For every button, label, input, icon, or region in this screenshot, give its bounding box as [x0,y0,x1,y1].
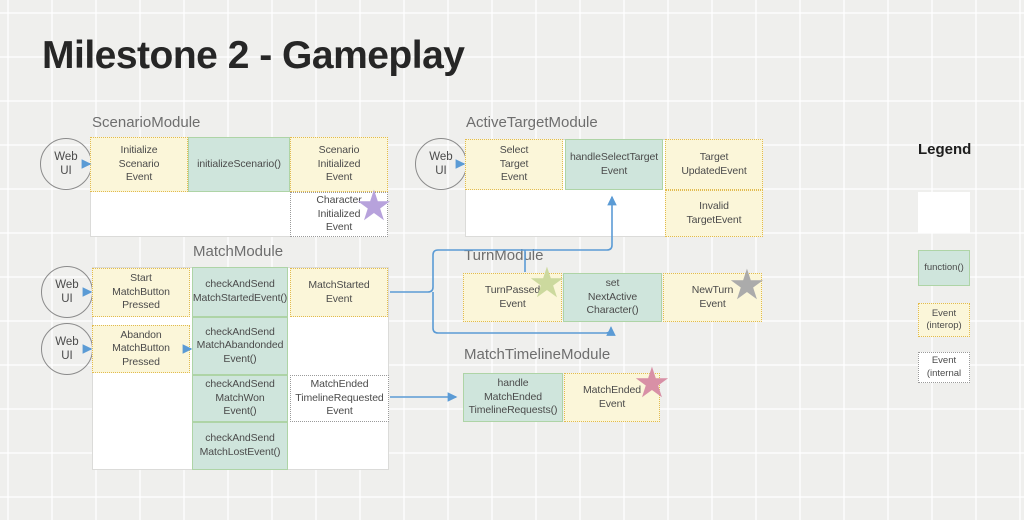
legend-swatch-function: function() [918,250,970,286]
webui-actor-label: Web UI [54,150,78,177]
event-cell-matchended-timelinerequested: MatchEnded TimelineRequested Event [290,375,389,422]
module-label-scenario: ScenarioModule [92,114,201,131]
function-cell-set-nextactive: set NextActive Character() [563,273,662,322]
event-cell-target-updated: Target UpdatedEvent [665,139,763,190]
webui-actor-scenario: Web UI [40,138,92,190]
webui-actor-abandonmatch: Web UI [41,323,93,375]
webui-actor-label: Web UI [55,335,79,362]
event-cell-invalid-target: Invalid TargetEvent [665,190,763,237]
module-label-matchtimeline: MatchTimelineModule [464,346,611,363]
webui-actor-startmatch: Web UI [41,266,93,318]
webui-actor-label: Web UI [429,150,453,177]
webui-actor-activetarget: Web UI [415,138,467,190]
event-cell-initialize-scenario: Initialize Scenario Event [90,137,188,192]
function-cell-check-matchstarted: checkAndSend MatchStartedEvent() [192,267,288,317]
legend-swatch-event-internal: Event (internal [918,352,970,383]
function-cell-handle-matchended-timeline: handle MatchEnded TimelineRequests() [463,373,563,422]
event-cell-matchstarted: MatchStarted Event [290,268,388,317]
module-label-turn: TurnModule [464,247,544,264]
function-cell-initialize-scenario: initializeScenario() [188,137,290,192]
event-cell-select-target: Select Target Event [465,139,563,190]
module-label-activetarget: ActiveTargetModule [466,114,598,131]
event-cell-turnpassed: TurnPassed Event [463,273,562,322]
legend-title: Legend [918,141,972,158]
event-cell-start-matchbutton: Start MatchButton Pressed [92,268,190,317]
webui-actor-label: Web UI [55,278,79,305]
event-cell-abandon-matchbutton: Abandon MatchButton Pressed [92,325,190,373]
event-cell-newturn: NewTurn Event [663,273,762,322]
event-cell-character-initialized: Character Initialized Event [290,192,388,237]
legend-swatch-event-interop: Event (interop) [918,303,970,337]
legend-swatch-plain [918,192,970,233]
page-title: Milestone 2 - Gameplay [42,34,465,77]
function-cell-check-matchwon: checkAndSend MatchWon Event() [192,375,288,422]
event-cell-matchended: MatchEnded Event [564,373,660,422]
function-cell-check-matchabandoned: checkAndSend MatchAbandonded Event() [192,317,288,375]
function-cell-handle-select-target: handleSelectTarget Event [565,139,663,190]
module-label-match: MatchModule [193,243,284,260]
function-cell-check-matchlost: checkAndSend MatchLostEvent() [192,422,288,470]
event-cell-scenario-initialized: Scenario Initialized Event [290,137,388,192]
